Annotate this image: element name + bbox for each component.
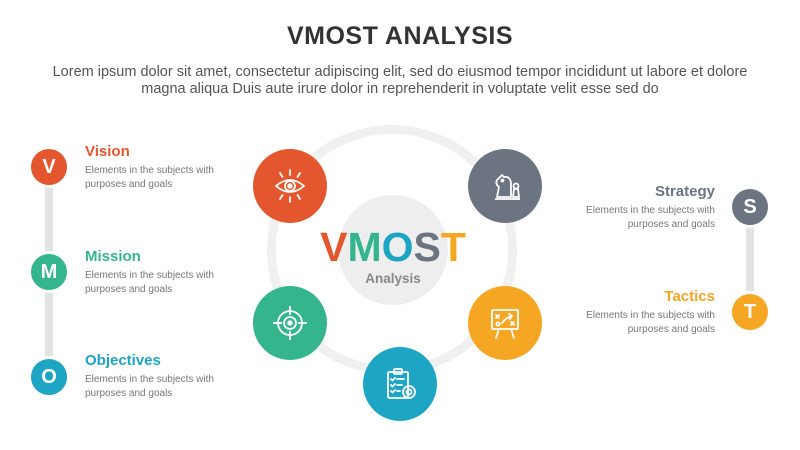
center-circle (338, 195, 448, 305)
checklist-icon (387, 368, 416, 399)
center-letter-t: T (440, 224, 466, 270)
letter-circle-m: M (28, 251, 70, 293)
center-letter-s: S (413, 224, 441, 270)
tactics-board-icon (491, 309, 519, 339)
center-vmost-word: VMOST (290, 224, 496, 270)
letter-circle-o: O (28, 356, 70, 398)
item-desc-tactics: Elements in the subjects with purposes a… (586, 310, 715, 335)
item-title-objectives: Objectives (85, 352, 161, 369)
letter-circle-v: V (28, 146, 70, 188)
target-icon (273, 306, 307, 340)
item-desc-strategy: Elements in the subjects with purposes a… (586, 205, 715, 230)
right-connector-line (746, 215, 754, 315)
strategy-icon-circle (468, 149, 542, 223)
center-letter-o: O (381, 224, 414, 270)
center-subtitle: Analysis (365, 271, 421, 286)
item-desc-mission: Elements in the subjects with purposes a… (85, 270, 214, 295)
center-letter-m: M (347, 224, 382, 270)
center-letter-v: V (320, 224, 348, 270)
item-title-tactics: Tactics (664, 288, 715, 305)
item-title-strategy: Strategy (654, 183, 715, 200)
page-subtitle: Lorem ipsum dolor sit amet, consectetur … (52, 64, 748, 97)
eye-icon (274, 169, 306, 203)
page-title: VMOST ANALYSIS (286, 22, 514, 50)
letter-circle-t: T (729, 291, 771, 333)
tactics-icon-circle (468, 286, 542, 360)
objectives-icon-circle (363, 347, 437, 421)
item-desc-vision: Elements in the subjects with purposes a… (85, 165, 214, 190)
item-title-mission: Mission (85, 248, 141, 265)
chess-knight-icon (495, 174, 520, 200)
item-desc-objectives: Elements in the subjects with purposes a… (85, 374, 214, 399)
letter-circle-s: S (729, 186, 771, 228)
item-title-vision: Vision (85, 143, 130, 160)
vision-icon-circle (253, 149, 327, 223)
mission-icon-circle (253, 286, 327, 360)
